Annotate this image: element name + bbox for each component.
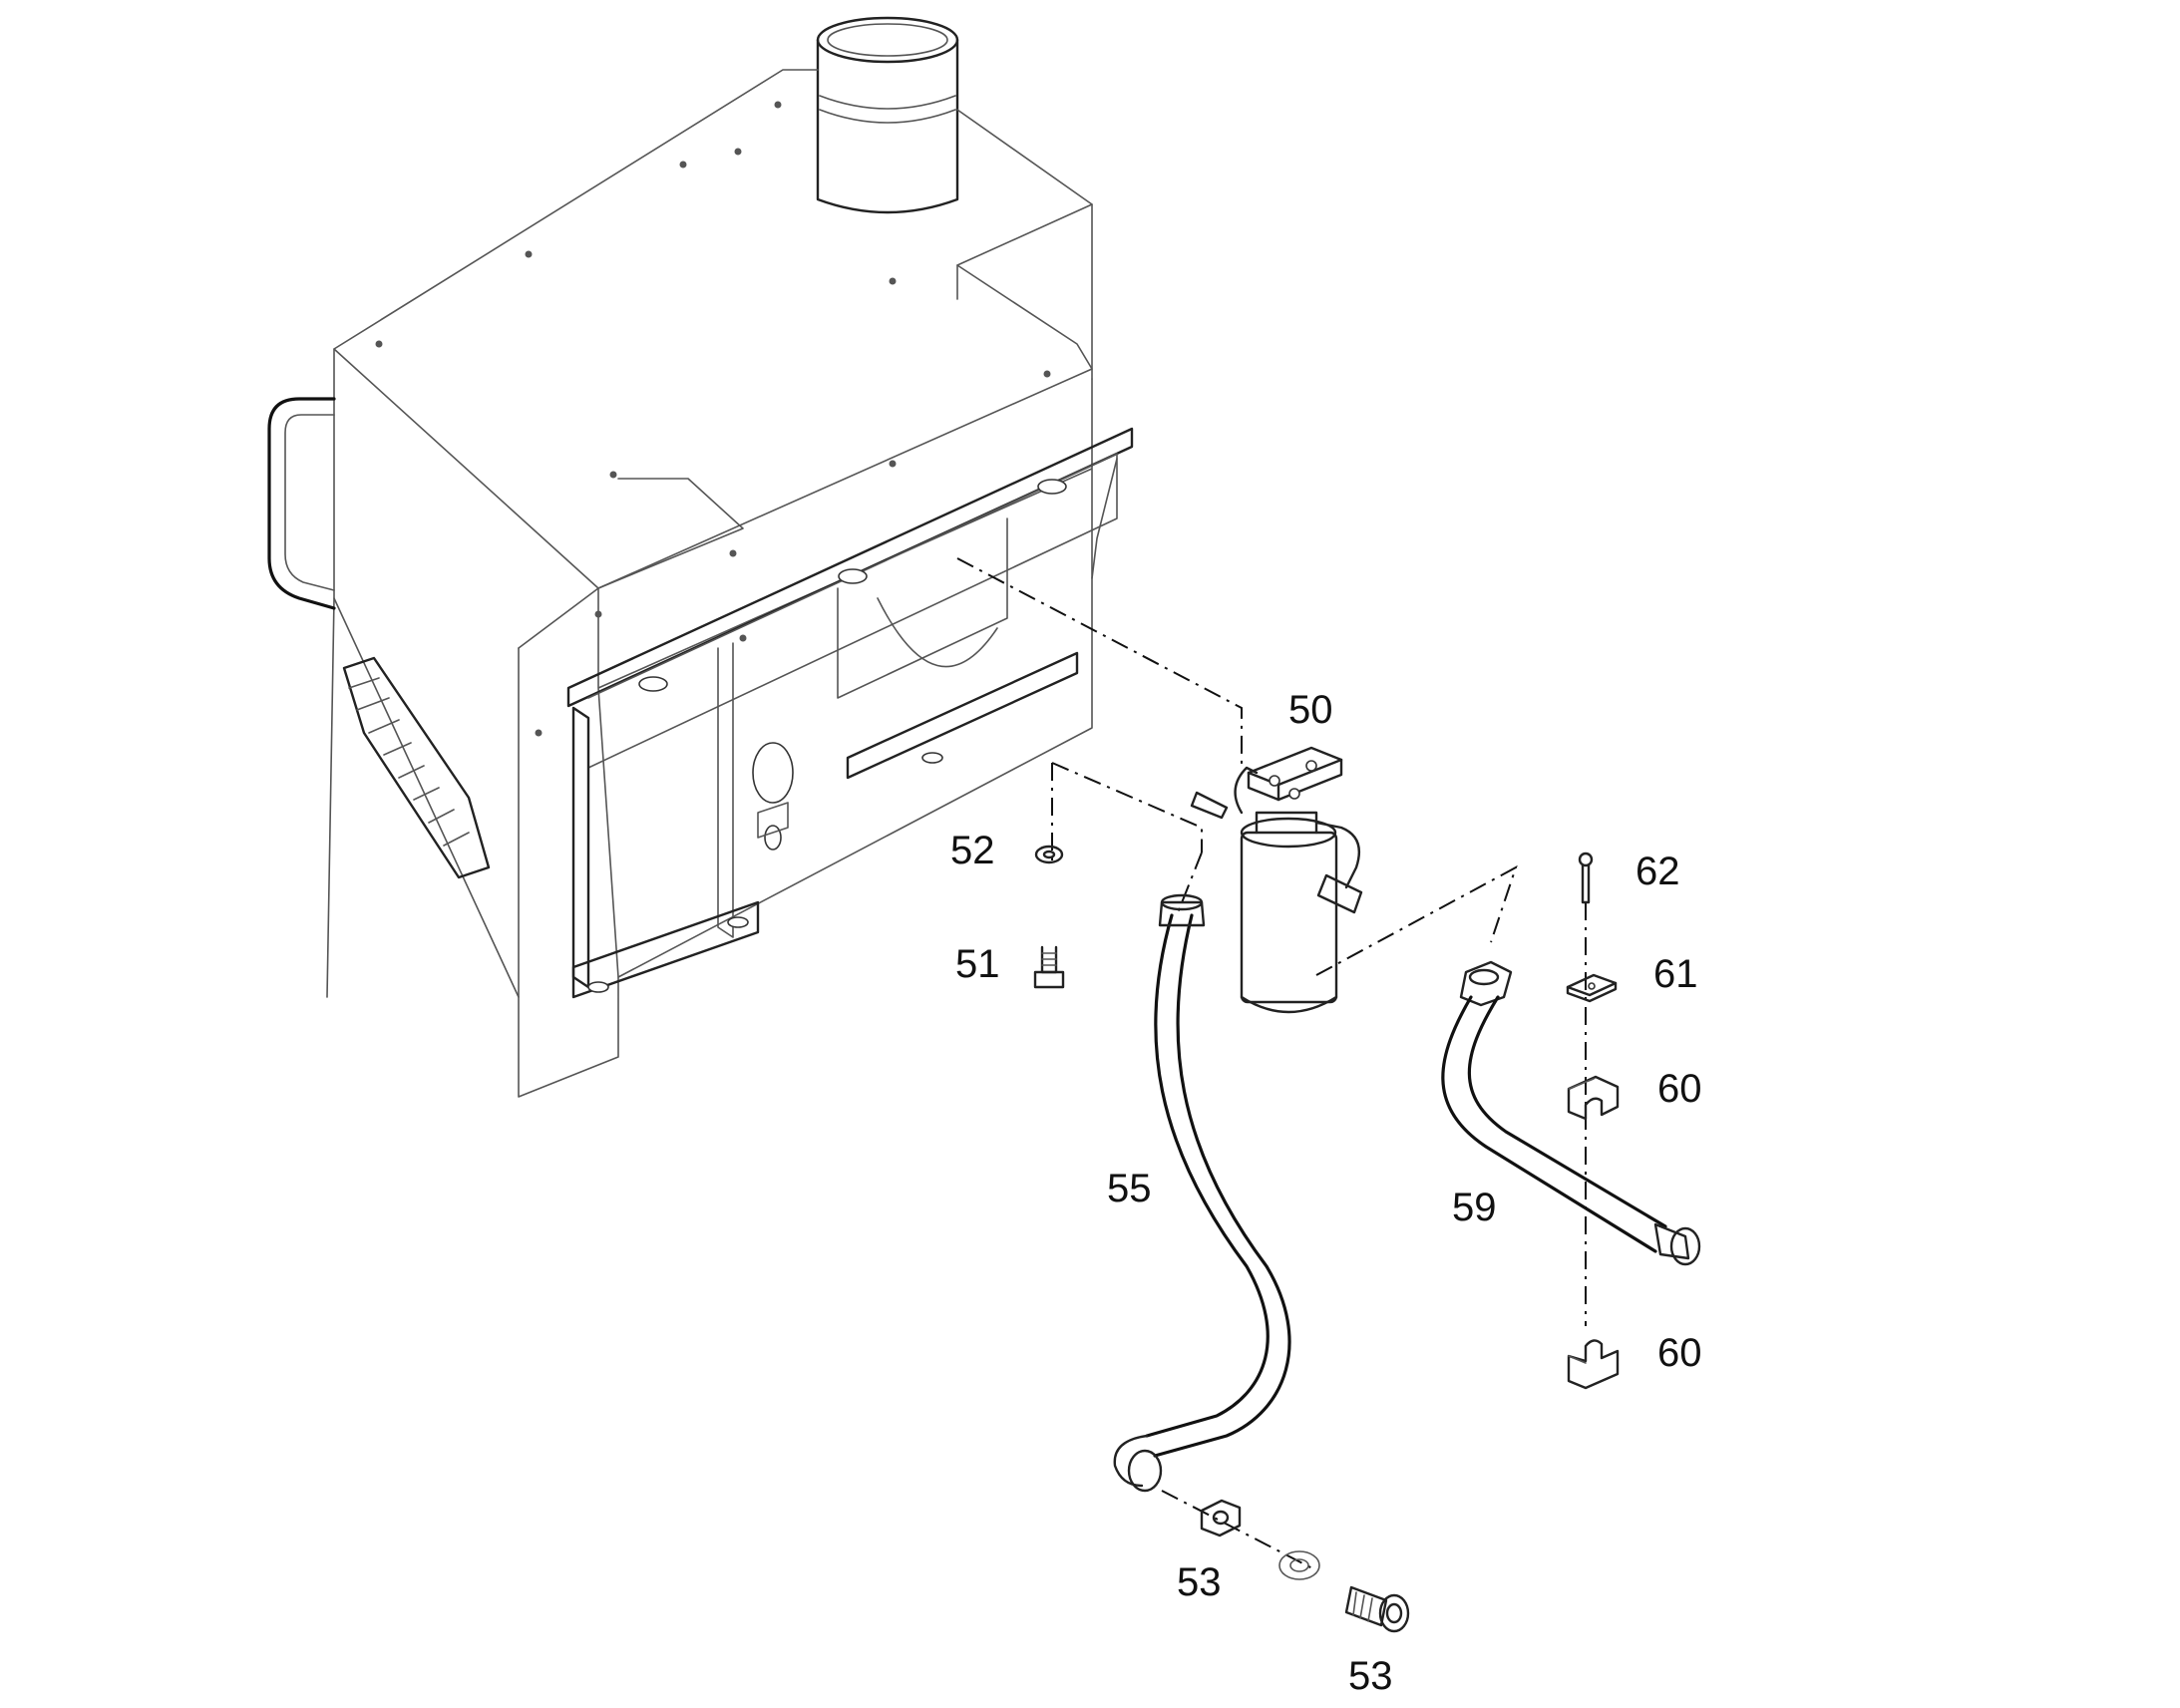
callout-59: 59 <box>1452 1186 1497 1229</box>
bolt-51 <box>1033 945 1065 989</box>
callout-52: 52 <box>950 829 995 872</box>
tank-front-panel <box>597 378 1093 978</box>
callout-60-lower: 60 <box>1657 1331 1702 1375</box>
hose-55 <box>1113 893 1291 1493</box>
assembly-center-lines <box>956 557 1587 1571</box>
callout-51: 51 <box>955 942 1000 986</box>
callout-53-fitting: 53 <box>1348 1654 1393 1698</box>
washer-52 <box>1034 845 1064 864</box>
clamp-bolt-62 <box>1578 852 1594 904</box>
clamp-plate-61 <box>1566 973 1618 1003</box>
nut-53 <box>1200 1499 1242 1537</box>
tank-top-panel <box>333 69 1093 589</box>
mounting-frame <box>566 427 1134 999</box>
filter-assembly <box>1190 746 1363 1014</box>
callout-53-nut: 53 <box>1177 1560 1222 1604</box>
callout-55: 55 <box>1107 1167 1152 1210</box>
access-step <box>342 656 491 879</box>
callout-60-upper: 60 <box>1657 1067 1702 1111</box>
callout-62: 62 <box>1635 850 1680 893</box>
filler-neck <box>816 16 959 214</box>
clamp-half-60-upper <box>1567 1075 1620 1121</box>
sealing-washer <box>1278 1550 1320 1580</box>
tank-assembly <box>267 16 1134 1098</box>
grab-handle <box>267 397 336 610</box>
callout-61: 61 <box>1653 952 1698 996</box>
pipe-59 <box>1441 960 1701 1266</box>
part-callouts: 50 52 51 62 61 60 55 59 60 53 53 <box>950 688 1702 1698</box>
callout-50: 50 <box>1288 688 1333 732</box>
rivet-dots <box>375 101 1051 737</box>
clamp-half-60-lower <box>1567 1339 1620 1390</box>
fitting-53 <box>1344 1585 1410 1633</box>
tank-side-panel <box>333 348 619 1098</box>
